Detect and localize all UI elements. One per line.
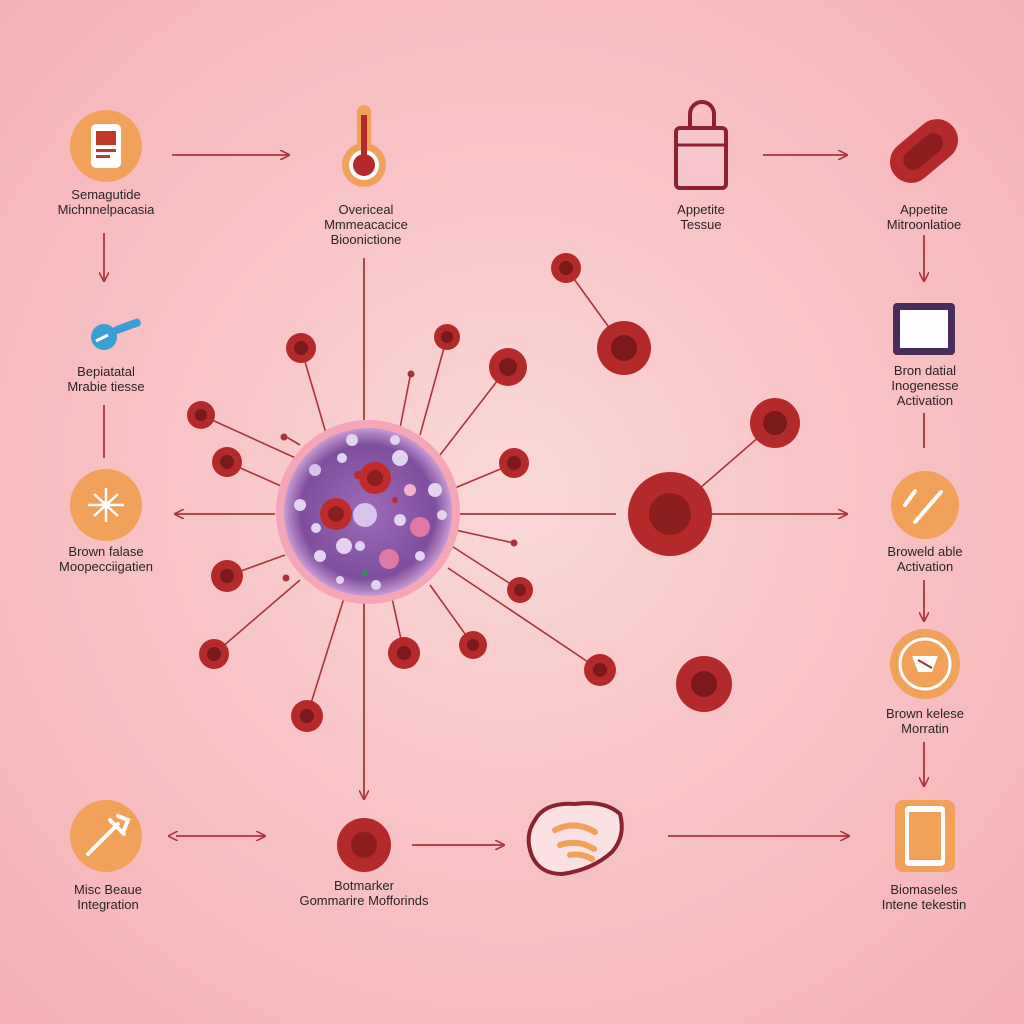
red-cell <box>434 324 460 350</box>
red-cell <box>489 348 527 386</box>
satellite-red-cells <box>187 253 800 732</box>
red-cell <box>628 472 712 556</box>
connector-arrows <box>104 155 924 845</box>
network-icon <box>70 469 142 541</box>
thermometer-icon <box>342 105 386 187</box>
red-cell <box>750 398 800 448</box>
tools-icon <box>70 800 142 872</box>
capsule-icon <box>889 119 959 183</box>
red-cell <box>388 637 420 669</box>
bag-icon <box>674 100 728 190</box>
red-cell <box>507 577 533 603</box>
phone-icon <box>895 800 955 872</box>
red-cell-icon <box>337 818 391 872</box>
central-cell <box>276 420 460 604</box>
red-cell <box>551 253 581 283</box>
red-cell <box>499 448 529 478</box>
phone-chart-icon <box>70 110 142 182</box>
red-cell <box>212 447 242 477</box>
red-cell <box>199 639 229 669</box>
organ-icon <box>526 801 624 877</box>
red-cell <box>291 700 323 732</box>
face-icon <box>890 629 960 699</box>
red-cell <box>286 333 316 363</box>
red-cell <box>459 631 487 659</box>
check-icon <box>891 471 959 539</box>
red-cell <box>187 401 215 429</box>
red-cell <box>211 560 243 592</box>
red-cell <box>676 656 732 712</box>
magnifier-icon <box>91 318 141 350</box>
red-cell <box>584 654 616 686</box>
tablet-icon <box>893 303 955 355</box>
red-cell <box>597 321 651 375</box>
